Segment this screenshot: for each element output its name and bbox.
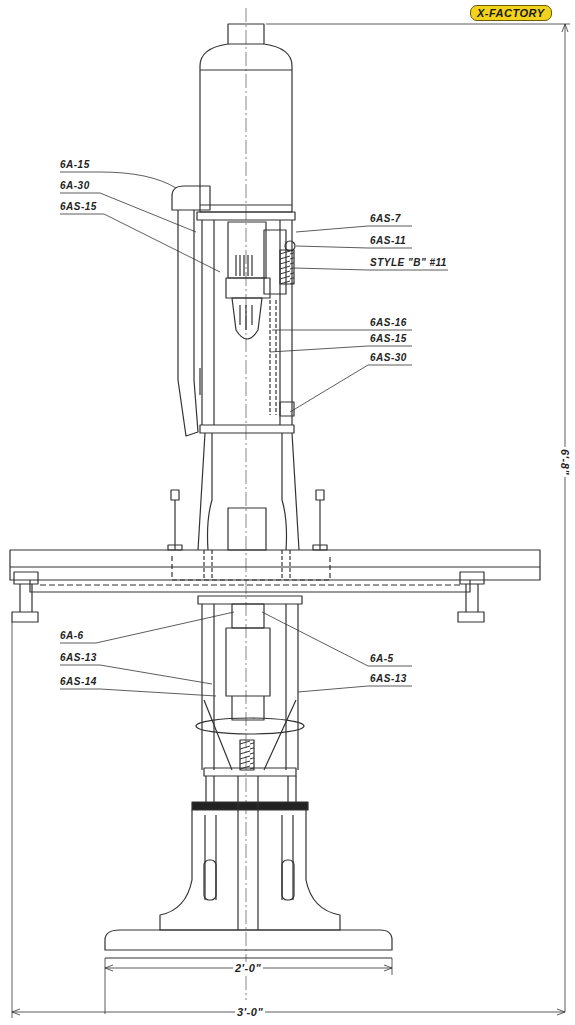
callout-number: 6A-6 [60,630,84,642]
callout-number: 6AS-15 [370,333,407,345]
callout-number: 6AS-30 [370,352,407,364]
callout-number: 6A-15 [60,159,90,171]
head-frame [197,212,295,425]
lower-frame [192,596,308,930]
leader-lines [60,172,448,696]
leveling-foot [458,612,484,622]
center-line [246,8,247,1000]
spring [280,250,294,284]
dimension-text: 3'-0" [235,1006,265,1018]
callout-number: 6AS-13 [370,673,407,685]
dimension-lines [12,24,570,1018]
callout-number: 6AS-7 [370,213,401,225]
callout-number: 6AS-15 [60,201,97,213]
base [105,810,392,958]
watermark: X-FACTORY [470,5,552,21]
motor [200,24,292,212]
callout-number: 6A-30 [60,180,90,192]
collar [196,718,304,734]
work-table [10,550,540,622]
column [198,425,299,580]
guard-pipe [172,186,210,436]
leveling-foot [12,612,38,622]
callout-number: 6AS-14 [60,676,97,688]
callout-number: 6AS-13 [60,652,97,664]
callout-number: 6A-5 [370,653,394,665]
dimension-text: 6'-8" [559,447,571,477]
spring [240,740,254,770]
callout-number: 6AS-11 [370,235,406,247]
chuck [232,298,262,339]
callout-number: 6AS-16 [370,317,407,329]
table-bolts [168,490,327,550]
callout-number: STYLE "B" #11 [370,257,447,269]
dimension-text: 2'-0" [233,962,263,974]
